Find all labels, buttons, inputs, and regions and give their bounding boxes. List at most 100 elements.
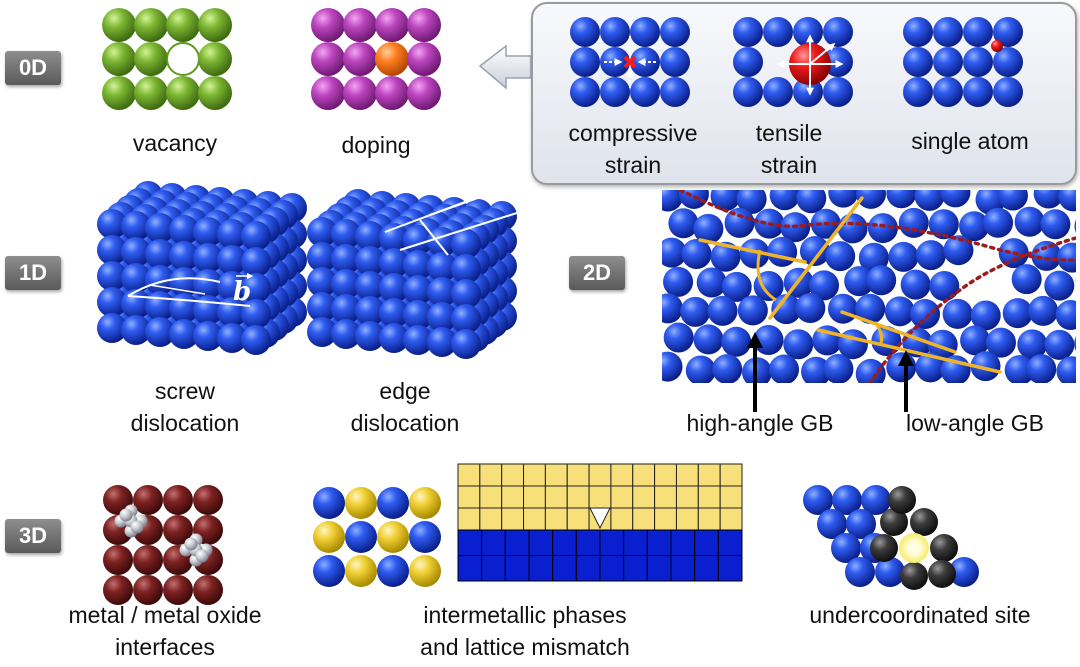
blue-atom [331, 269, 361, 299]
blue-atom [660, 77, 690, 107]
edge-dislocation-lattice [307, 189, 517, 359]
blue-atom [345, 521, 377, 553]
label-doping: doping [341, 132, 411, 158]
blue-atom [307, 217, 337, 247]
lattice-mismatch-blocks [457, 463, 743, 582]
blue-atom [630, 77, 660, 107]
blue-atom [855, 293, 886, 324]
blue-atom [662, 237, 687, 268]
blue-atom [993, 47, 1023, 77]
single-atom-lattice [903, 17, 1023, 107]
blue-atom [121, 211, 151, 241]
dark-atom [880, 508, 908, 536]
blue-atom [1011, 264, 1042, 295]
blue-atom [97, 209, 127, 239]
blue-atom [355, 221, 385, 251]
compression-center-icon [623, 55, 637, 69]
blue-atom [1056, 356, 1076, 383]
blue-atom [377, 487, 409, 519]
blue-atom [866, 265, 897, 296]
blue-atom [886, 190, 917, 209]
blue-atom [710, 241, 741, 272]
blue-atom [1055, 300, 1076, 331]
label-screw-line2: dislocation [130, 410, 240, 436]
blue-atom [928, 209, 959, 240]
blue-atom [169, 241, 199, 271]
grain-boundary-line [678, 190, 1076, 263]
blue-atom [1026, 354, 1057, 383]
blue-atom [193, 321, 223, 351]
blue-atom [867, 213, 898, 244]
label-compressive-line2: strain [604, 152, 662, 178]
magenta-atom [343, 76, 377, 110]
maroon-atom [103, 485, 133, 515]
blue-atom [307, 317, 337, 347]
blue-atom [943, 235, 974, 266]
green-atom [102, 42, 136, 76]
substrate-cell [717, 555, 743, 582]
blue-atom [331, 294, 361, 324]
blue-atom [409, 521, 441, 553]
blue-atom [960, 325, 991, 356]
blue-atom [570, 47, 600, 77]
dark-atom [930, 534, 958, 562]
dark-atom [888, 486, 916, 514]
blue-atom [884, 296, 915, 327]
magenta-atom [343, 8, 377, 42]
blue-atom [217, 271, 247, 301]
dark-atom [870, 534, 898, 562]
misfit-dislocation-icon [589, 507, 611, 530]
blue-atom [1074, 336, 1076, 351]
blue-atom [903, 77, 933, 107]
label-edge-line2: dislocation [350, 410, 460, 436]
blue-atom [855, 190, 886, 209]
blue-atom [451, 279, 481, 309]
blue-atom [831, 533, 861, 563]
green-atom [198, 42, 232, 76]
cluster-atom [195, 549, 209, 563]
blue-atom [933, 77, 963, 107]
blue-atom [97, 287, 127, 317]
blue-atom [630, 17, 660, 47]
yellow-atom [377, 521, 409, 553]
label-metal-oxide-line1: metal / metal oxide [68, 602, 262, 628]
angle-arc [756, 249, 777, 302]
blue-atom [763, 77, 793, 107]
blue-atom [331, 319, 361, 349]
blue-atom [733, 47, 763, 77]
blue-atom [1028, 295, 1059, 326]
blue-atom [985, 327, 1016, 358]
blue-atom [696, 267, 727, 298]
angle-arc [873, 321, 884, 346]
blue-atom [331, 244, 361, 274]
blue-atom [680, 296, 711, 327]
misorientation-line [840, 310, 957, 354]
misorientation-line [698, 238, 807, 264]
blue-atom [570, 77, 600, 107]
blue-atom [355, 271, 385, 301]
badge-2d: 2D [569, 256, 625, 290]
blue-atom [823, 77, 853, 107]
yellow-atom [409, 555, 441, 587]
yellow-atom [409, 487, 441, 519]
blue-atom [379, 323, 409, 353]
blue-atom [600, 77, 630, 107]
blue-atom [963, 77, 993, 107]
blue-atom [662, 351, 683, 382]
blue-atom [933, 17, 963, 47]
blue-atom [1057, 242, 1076, 273]
vacancy-lattice [102, 8, 232, 110]
blue-atom [403, 275, 433, 305]
green-atom [102, 8, 136, 42]
blue-atom [313, 487, 345, 519]
blue-atom [427, 302, 457, 332]
label-single-atom: single atom [911, 128, 1029, 154]
blue-atom [379, 273, 409, 303]
blue-atom [379, 248, 409, 278]
burgers-circuit-line [127, 277, 221, 297]
magenta-atom [375, 76, 409, 110]
label-vacancy: vacancy [132, 130, 218, 156]
magenta-atom [375, 8, 409, 42]
blue-atom [846, 509, 876, 539]
blue-atom [983, 207, 1014, 238]
